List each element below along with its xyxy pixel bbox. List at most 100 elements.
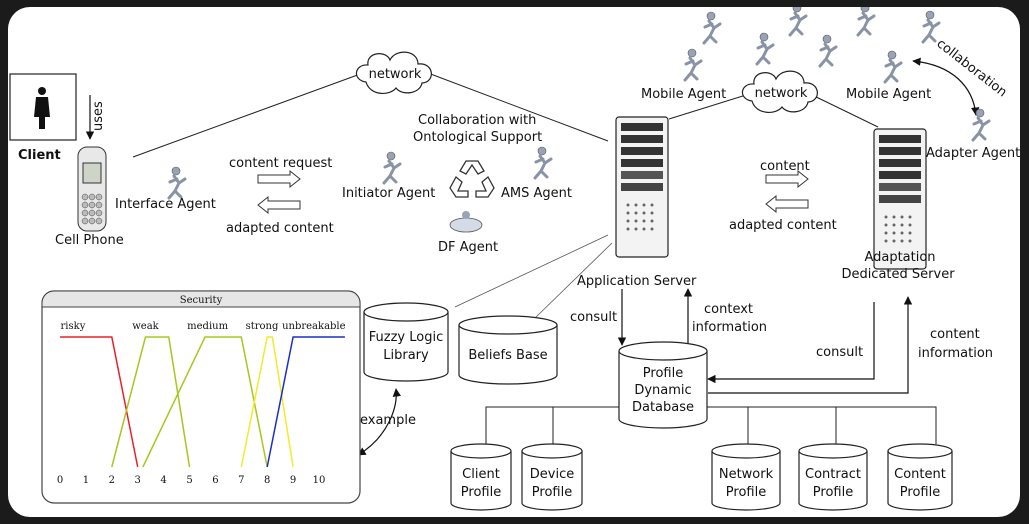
application-server-label: Application Server [577, 274, 697, 289]
tick-label: 4 [160, 475, 166, 486]
profile-links [485, 406, 937, 444]
network-right-label: network [755, 86, 808, 101]
client-label: Client [18, 148, 61, 163]
tick-label: 5 [186, 475, 192, 486]
contract-profile-cylinder [798, 443, 868, 511]
set-label-unbreakable: unbreakable [282, 321, 346, 332]
interface-agent-icon [167, 165, 187, 200]
profile-line2: Dynamic [634, 383, 691, 398]
consult-left-label: consult [570, 310, 617, 325]
profile-line3: Database [632, 400, 694, 415]
fuzzy-logic-cylinder [363, 302, 449, 382]
architecture-diagram: Client uses Cell Phone Interface Agent c… [8, 7, 1020, 517]
df-agent-label: DF Agent [438, 240, 498, 255]
mobile-agent-left-label: Mobile Agent [641, 87, 726, 102]
client-box [9, 73, 77, 141]
set-label-medium: medium [187, 321, 228, 332]
network-profile-2: Profile [726, 485, 766, 500]
membership-strong [240, 336, 294, 468]
content-info-line1: content [930, 327, 980, 342]
contract-profile-1: Contract [805, 467, 861, 482]
context-line2: information [692, 320, 767, 335]
ams-agent-icon [533, 145, 553, 180]
cell-phone-label: Cell Phone [55, 233, 124, 248]
fuzzy-line2: Library [383, 348, 429, 363]
recycle-icon [449, 160, 495, 198]
consult-right-arrow [707, 302, 875, 384]
adaptation-line1: Adaptation [864, 250, 935, 265]
set-label-risky: risky [61, 321, 86, 332]
content-profile-2: Profile [900, 485, 940, 500]
content-profile-1: Content [894, 467, 946, 482]
content-right-label: content [760, 159, 810, 174]
collab-line1: Collaboration with [418, 113, 536, 128]
profile-line1: Profile [643, 366, 683, 381]
beliefs-base-label: Beliefs Base [468, 348, 547, 363]
fuzzy-sets [60, 336, 345, 468]
client-profile-1: Client [462, 467, 500, 482]
adaptation-line2: Dedicated Server [841, 267, 955, 282]
content-request-arrow [257, 169, 301, 189]
df-agent-icon [449, 211, 483, 233]
initiator-agent-icon [382, 150, 402, 185]
membership-weak [111, 336, 191, 468]
initiator-agent-label: Initiator Agent [342, 186, 435, 201]
client-profile-2: Profile [461, 485, 501, 500]
example-arrow [357, 388, 402, 456]
network-left-label: network [369, 67, 422, 82]
interface-agent-label: Interface Agent [115, 197, 216, 212]
contract-profile-2: Profile [813, 485, 853, 500]
diagram-canvas: Client uses Cell Phone Interface Agent c… [9, 7, 1020, 511]
device-profile-1: Device [530, 467, 574, 482]
consult-right-label: consult [816, 345, 863, 360]
adapted-content-right-arrow [765, 194, 809, 214]
tick-label: 2 [109, 475, 115, 486]
tick-label: 6 [212, 475, 218, 486]
content-request-label: content request [229, 156, 332, 171]
fuzzy-line1: Fuzzy Logic [369, 330, 443, 345]
profile-database-cylinder [618, 341, 708, 429]
content-info-line2: information [918, 346, 993, 361]
fuzzy-tick-labels: 0 1 2 3 4 5 6 7 8 9 10 [57, 475, 326, 486]
tick-label: 3 [135, 475, 141, 486]
content-info-arrow [708, 296, 913, 394]
adapted-content-left-label: adapted content [226, 221, 334, 236]
mobile-agents-icons [683, 7, 941, 84]
tick-label: 8 [264, 475, 270, 486]
collaboration-arrow [912, 57, 980, 116]
network-profile-cylinder [711, 443, 781, 511]
example-label: example [360, 413, 416, 428]
tick-label: 0 [57, 475, 63, 486]
content-profile-cylinder [887, 443, 953, 511]
adapter-agent-label: Adapter Agent [926, 146, 1020, 161]
network-profile-1: Network [719, 467, 774, 482]
tick-label: 10 [313, 475, 326, 486]
adapted-content-arrow [257, 195, 301, 215]
collaboration-label: collaboration [934, 36, 1010, 100]
tick-label: 9 [290, 475, 296, 486]
device-profile-cylinder [521, 443, 583, 511]
set-label-strong: strong [246, 321, 279, 332]
security-chart-title: Security [180, 295, 223, 306]
content-right-arrow [765, 169, 809, 189]
ams-agent-label: AMS Agent [501, 186, 572, 201]
application-server-icon [615, 116, 669, 258]
membership-unbreakable [266, 336, 345, 468]
network-links [132, 72, 879, 321]
beliefs-base-cylinder [458, 315, 558, 385]
cell-phone-icon [77, 146, 107, 232]
context-line1: context [704, 302, 753, 317]
tick-label: 7 [238, 475, 244, 486]
person-icon [34, 87, 50, 129]
uses-label: uses [91, 101, 106, 131]
tick-label: 1 [83, 475, 89, 486]
membership-risky [60, 336, 139, 468]
adaptation-server-icon [873, 128, 927, 270]
collab-line2: Ontological Support [413, 130, 542, 145]
mobile-agent-right-label: Mobile Agent [846, 87, 931, 102]
set-label-weak: weak [132, 321, 159, 332]
device-profile-2: Profile [532, 485, 572, 500]
security-chart-window [41, 290, 361, 504]
adapted-content-right-label: adapted content [729, 218, 837, 233]
